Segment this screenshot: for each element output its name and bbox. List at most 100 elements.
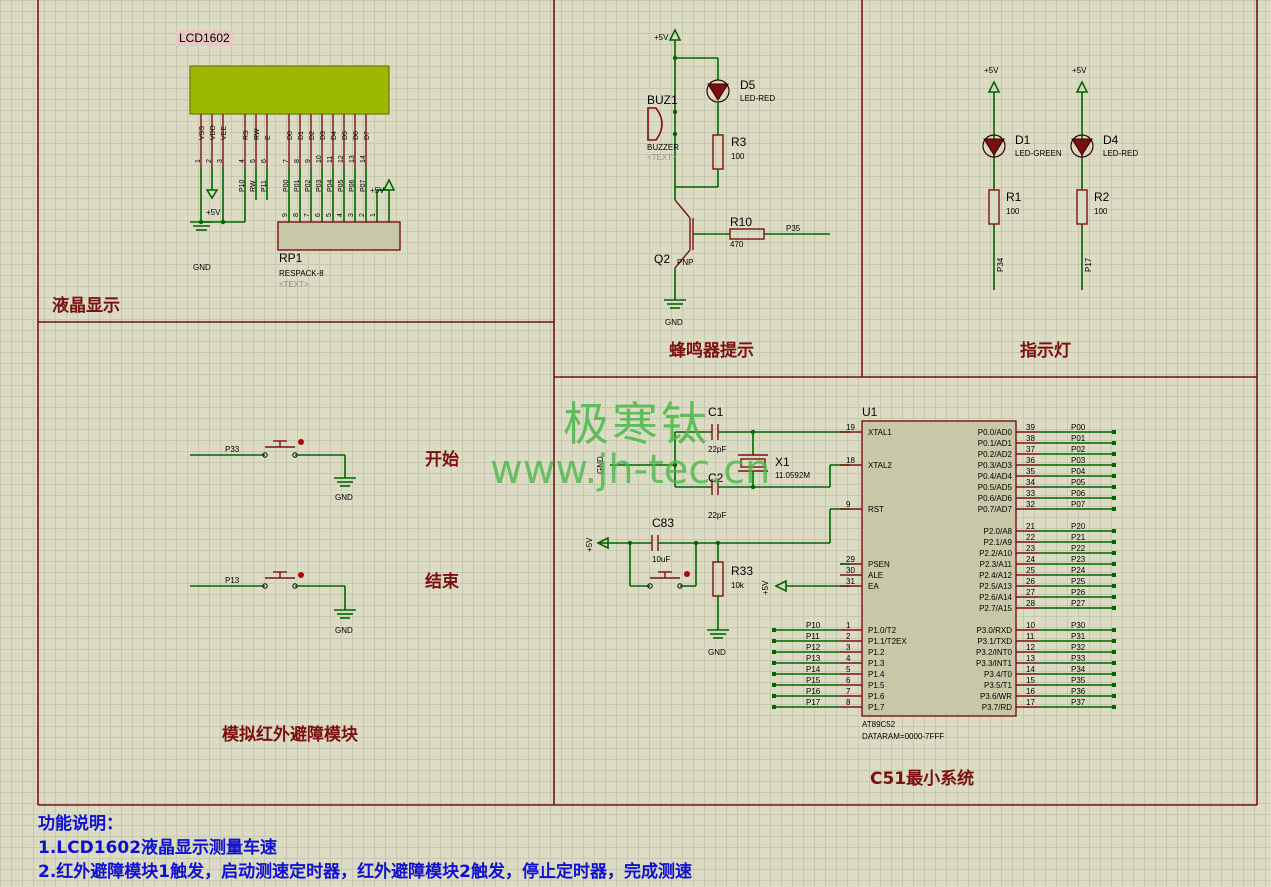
lcd-pin-name: D6 [353, 131, 360, 140]
x1-value: 11.0592M [775, 471, 810, 480]
rp1-pin-number: 6 [315, 213, 322, 217]
u1-right-net-label: P06 [1071, 489, 1086, 498]
r3-ref: R3 [731, 135, 747, 149]
u1-right-net-label: P34 [1071, 665, 1086, 674]
lcd-pin-name: D0 [287, 131, 294, 140]
c51-oscillator [610, 424, 850, 495]
lcd-pin-number: 10 [316, 155, 323, 163]
u1-right-net-label: P36 [1071, 687, 1086, 696]
u1-left-pin-number: 3 [846, 643, 851, 652]
ir-switch-1 [190, 439, 356, 487]
rp1-pin-number: 7 [304, 213, 311, 217]
rp1-pin-number: 3 [348, 213, 355, 217]
u1-right-terminal [1112, 584, 1116, 588]
description-title: 功能说明： [38, 814, 123, 834]
u1-right-pin-name: P0.2/AD2 [978, 450, 1013, 459]
u1-right-pin-name: P3.3/INT1 [976, 659, 1013, 668]
c83-ref: C83 [652, 516, 674, 530]
gnd-label-buz: GND [665, 318, 683, 327]
u1-left-pin-number: 4 [846, 654, 851, 663]
u1-left-pin-number: 31 [846, 577, 855, 586]
r10-value: 470 [730, 240, 744, 249]
lcd-pin-name: D3 [320, 131, 327, 140]
lcd-pin-number: 12 [338, 155, 345, 163]
u1-right-net-label: P30 [1071, 621, 1086, 630]
u1-right-pin-name: P2.0/A8 [984, 527, 1013, 536]
ir-switch-2 [190, 571, 356, 619]
lcd-net-label: P11 [261, 180, 268, 192]
u1-left-pin-number: 8 [846, 698, 851, 707]
u1-left-pin-number: 18 [846, 456, 855, 465]
lcd-net-label: P02 [305, 179, 312, 192]
vcc-label-ea: +5V [761, 580, 770, 595]
lcd-pin-name: D4 [331, 131, 338, 140]
u1-right-net-label: P26 [1071, 588, 1086, 597]
u1-right-net-label: P03 [1071, 456, 1086, 465]
u1-right-terminal [1112, 683, 1116, 687]
u1-left-pin-name: XTAL2 [868, 461, 892, 470]
lcd-net-label: P04 [327, 179, 334, 192]
u1-right-pin-name: P3.5/T1 [984, 681, 1013, 690]
u1-right-pin-number: 12 [1026, 643, 1035, 652]
u1-right-pin-number: 10 [1026, 621, 1035, 630]
u1-right-net-label: P04 [1071, 467, 1086, 476]
gnd-label-sw1: GND [335, 493, 353, 502]
button-label-start: 开始 [425, 450, 459, 470]
u1-right-pin-number: 36 [1026, 456, 1035, 465]
panel-title-indicator: 指示灯 [1020, 341, 1071, 361]
u1-right-terminal [1112, 628, 1116, 632]
u1-right-pin-name: P2.5/A13 [979, 582, 1012, 591]
c2-ref: C2 [708, 471, 724, 485]
lcd-net-label: P00 [283, 179, 290, 192]
u1-right-pin-name: P0.4/AD4 [978, 472, 1013, 481]
lcd-pin-name: D5 [342, 131, 349, 140]
buz1-ref: BUZ1 [647, 93, 678, 107]
vcc-label-lcd: +5V [206, 208, 221, 217]
u1-left-pin-number: 30 [846, 566, 855, 575]
u1-left-pin-number: 7 [846, 687, 851, 696]
u1-right-pin-name: P3.4/T0 [984, 670, 1013, 679]
buz1-text: <TEXT> [647, 153, 677, 162]
u1-right-terminal [1112, 496, 1116, 500]
u1-right-pin-number: 14 [1026, 665, 1035, 674]
lcd-screen [189, 65, 390, 115]
lcd-pin-number: 9 [305, 159, 312, 163]
lcd-pin-number: 2 [206, 159, 213, 163]
rp1-pin-number: 8 [293, 213, 300, 217]
d4-ref: D4 [1103, 133, 1119, 147]
u1-p1-terminal [772, 628, 776, 632]
lcd-pin-number: 7 [283, 159, 290, 163]
u1-right-pin-name: P0.1/AD1 [978, 439, 1013, 448]
u1-left-pin-number: 19 [846, 423, 855, 432]
u1-p1-net-label: P13 [806, 654, 821, 663]
description-line2: 2.红外避障模块1触发，启动测速定时器，红外避障模块2触发，停止定时器，完成测速 [38, 862, 692, 882]
r1-ref: R1 [1006, 190, 1022, 204]
u1-right-pin-number: 16 [1026, 687, 1035, 696]
u1-right-pin-number: 39 [1026, 423, 1035, 432]
u1-dataram: DATARAM=0000-7FFF [862, 732, 944, 741]
u1-p1-terminal [772, 694, 776, 698]
lcd-pin-number: 5 [250, 159, 257, 163]
r10-ref: R10 [730, 215, 752, 229]
u1-right-pin-number: 22 [1026, 533, 1035, 542]
gnd-label-osc: GND [596, 456, 605, 474]
button-label-end: 结束 [425, 572, 459, 592]
u1-right-terminal [1112, 573, 1116, 577]
lcd-net-label: P05 [338, 179, 345, 192]
d5-ref: D5 [740, 78, 756, 92]
indicator-circuit [982, 80, 1094, 290]
u1-right-pin-number: 11 [1026, 632, 1035, 641]
u1-right-terminal [1112, 551, 1116, 555]
lcd-part-tag: LCD1602 [176, 30, 233, 46]
rp1-pin-number: 2 [359, 213, 366, 217]
u1-right-net-label: P23 [1071, 555, 1086, 564]
vcc-label-d4: +5V [1072, 66, 1087, 75]
buzzer-circuit [647, 28, 830, 309]
lcd-pin-name: E [265, 135, 272, 140]
u1-p1-net-label: P11 [806, 632, 820, 641]
u1-right-net-label: P33 [1071, 654, 1086, 663]
rp1-respack [277, 221, 401, 251]
u1-right-pin-number: 23 [1026, 544, 1035, 553]
lcd-pin-number: 8 [294, 159, 301, 163]
